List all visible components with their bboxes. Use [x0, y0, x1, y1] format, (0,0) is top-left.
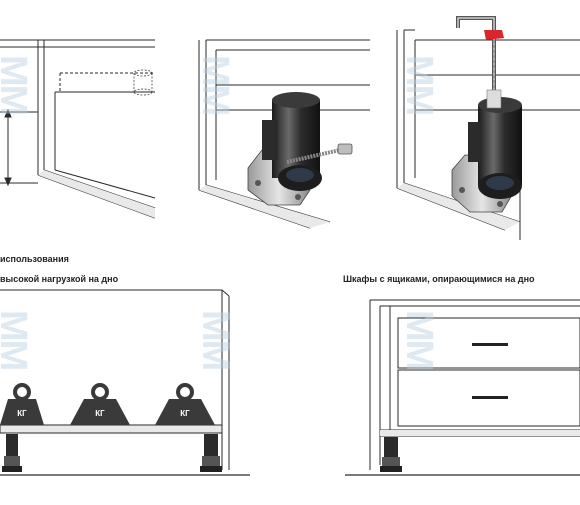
cabinet-side-shade-2 [199, 185, 330, 228]
watermark: MM [0, 55, 34, 115]
watermark: MM [194, 310, 236, 370]
left-caption: высокой нагрузкой на дно [0, 274, 119, 284]
hex-key [456, 16, 504, 105]
step-1-cabinet-corner [0, 39, 156, 219]
watermark: MM [398, 55, 440, 115]
weight-label-2: КГ [95, 409, 105, 418]
drill-hole-marker [133, 69, 153, 96]
section-title: использования [0, 254, 69, 264]
leveler-assembly-3 [451, 89, 522, 213]
drawer-leveler-foot [380, 437, 402, 472]
leveler-assembly-2 [247, 92, 322, 206]
cabinet-side-shade [38, 170, 155, 218]
right-leveler-foot [200, 434, 222, 472]
watermark: MM [0, 310, 34, 370]
drawer-bottom-shade [380, 430, 580, 436]
right-caption: Шкафы с ящиками, опирающимися на дно [343, 274, 535, 284]
mounting-screw [286, 143, 353, 164]
cabinet-bottom-shade [0, 424, 223, 434]
weight-3 [155, 383, 215, 425]
weight-label-3: КГ [180, 409, 190, 418]
weight-2 [70, 383, 130, 425]
watermark: MM [194, 55, 236, 115]
weight-1 [0, 383, 44, 425]
weight-label-1: КГ [17, 409, 27, 418]
watermark: MM [398, 310, 440, 370]
drawer-handle-top [472, 343, 508, 346]
drawer-handle-bottom [472, 396, 508, 399]
left-leveler-foot [2, 434, 22, 472]
cabinet-side-shade-3 [397, 183, 520, 230]
dimension-arrow [0, 108, 38, 187]
